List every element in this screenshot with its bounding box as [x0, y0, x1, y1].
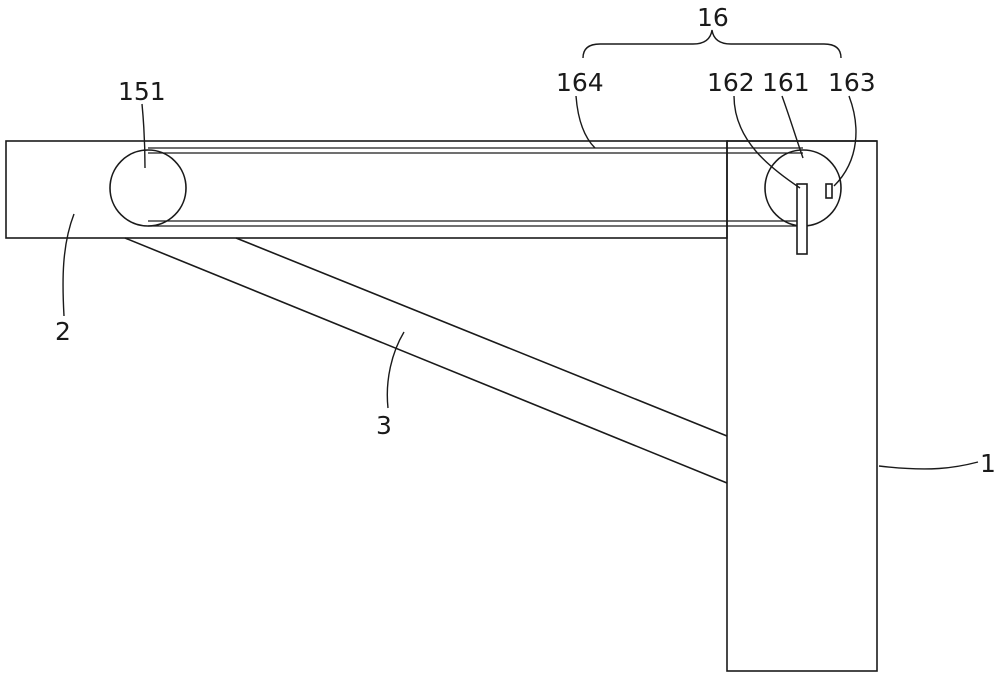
pulley-left [109, 149, 187, 227]
arm-body [5, 140, 728, 239]
label-arm: 2 [55, 317, 71, 346]
assembly-brace [582, 29, 842, 59]
pin [825, 183, 833, 199]
leader-pin [833, 95, 857, 187]
label-pin: 163 [828, 68, 876, 97]
leader-pulley-right [781, 95, 804, 159]
label-plate: 162 [707, 68, 755, 97]
leader-arm [62, 213, 75, 317]
label-pulley-left: 151 [118, 77, 166, 106]
label-column: 1 [980, 449, 996, 478]
plate [796, 183, 808, 255]
leader-strut [386, 331, 405, 409]
label-assembly: 16 [697, 3, 729, 32]
leader-plate [733, 95, 801, 189]
strut-lower-edge [124, 237, 728, 484]
label-pulley-right: 161 [762, 68, 810, 97]
leader-column [878, 461, 979, 470]
leader-belt [575, 95, 596, 149]
label-strut: 3 [376, 411, 392, 440]
leader-pulley-left [141, 103, 146, 169]
label-belt: 164 [556, 68, 604, 97]
strut-upper-edge [235, 237, 728, 437]
